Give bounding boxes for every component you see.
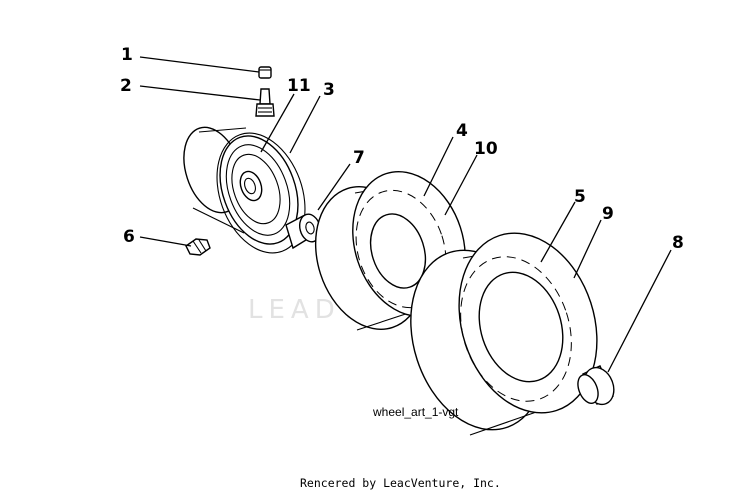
callout-3: 3 bbox=[323, 80, 335, 100]
callout-9: 9 bbox=[602, 204, 614, 224]
callout-2: 2 bbox=[120, 76, 132, 96]
callout-7: 7 bbox=[353, 148, 365, 168]
grease-fitting bbox=[185, 238, 211, 256]
rear-tire bbox=[410, 232, 598, 436]
callout-numbers: 1 2 3 4 5 6 7 8 9 10 11 bbox=[120, 45, 684, 253]
callout-4: 4 bbox=[456, 121, 468, 141]
diagram-caption: wheel_art_1-vgt bbox=[372, 405, 459, 419]
callout-5: 5 bbox=[574, 187, 586, 207]
wheel-rim bbox=[183, 126, 306, 254]
leader-lines bbox=[139, 56, 672, 373]
valve-cap bbox=[258, 66, 272, 79]
callout-11: 11 bbox=[287, 76, 311, 96]
render-credit: Rencered by LeacVenture, Inc. bbox=[300, 476, 501, 490]
bushing bbox=[285, 213, 322, 250]
callout-8: 8 bbox=[672, 233, 684, 253]
callout-6: 6 bbox=[123, 227, 135, 247]
callout-10: 10 bbox=[474, 139, 498, 159]
hub-cap bbox=[577, 365, 615, 406]
valve-stem bbox=[255, 88, 275, 117]
callout-1: 1 bbox=[121, 45, 133, 65]
